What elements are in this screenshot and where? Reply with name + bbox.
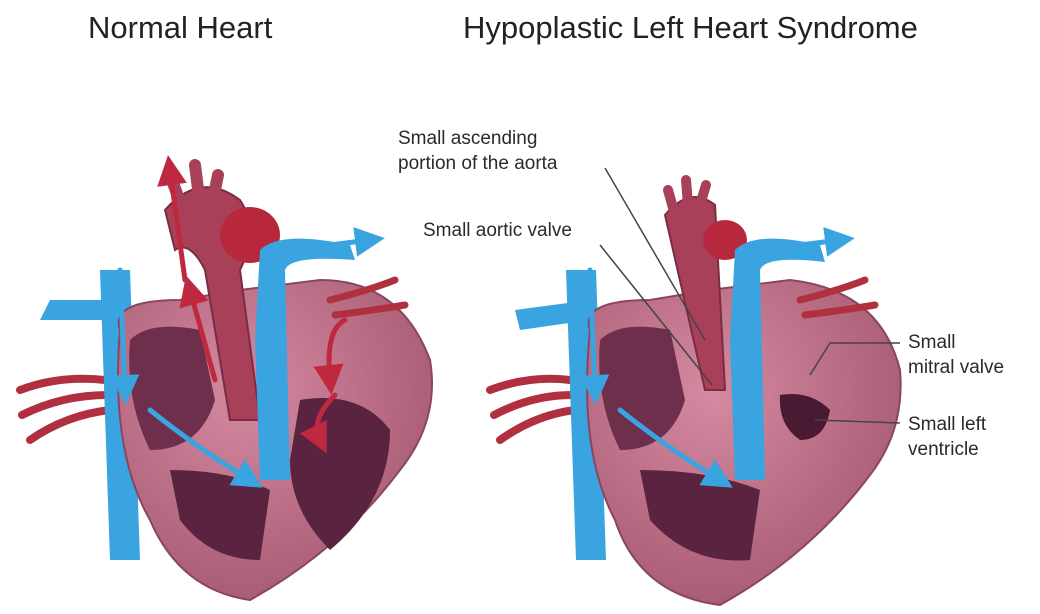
label-left-ventricle: Small left ventricle <box>908 412 986 462</box>
label-mitral-valve-line2: mitral valve <box>908 355 1004 380</box>
label-left-ventricle-line2: ventricle <box>908 437 986 462</box>
hlhs-pulmonary-veins-left <box>490 379 575 440</box>
normal-pulmonary-artery-left <box>40 300 125 320</box>
label-mitral-valve: Small mitral valve <box>908 330 1004 380</box>
hlhs-aortic-branches <box>668 180 706 215</box>
normal-heart <box>20 165 432 600</box>
label-ascending-aorta-line2: portion of the aorta <box>398 151 558 176</box>
label-aortic-valve: Small aortic valve <box>423 218 572 243</box>
label-left-ventricle-line1: Small left <box>908 412 986 437</box>
label-ascending-aorta-line1: Small ascending <box>398 126 558 151</box>
normal-pulmonary-veins-left <box>20 379 110 440</box>
label-ascending-aorta: Small ascending portion of the aorta <box>398 126 558 176</box>
label-mitral-valve-line1: Small <box>908 330 1004 355</box>
hlhs-heart <box>490 180 901 605</box>
